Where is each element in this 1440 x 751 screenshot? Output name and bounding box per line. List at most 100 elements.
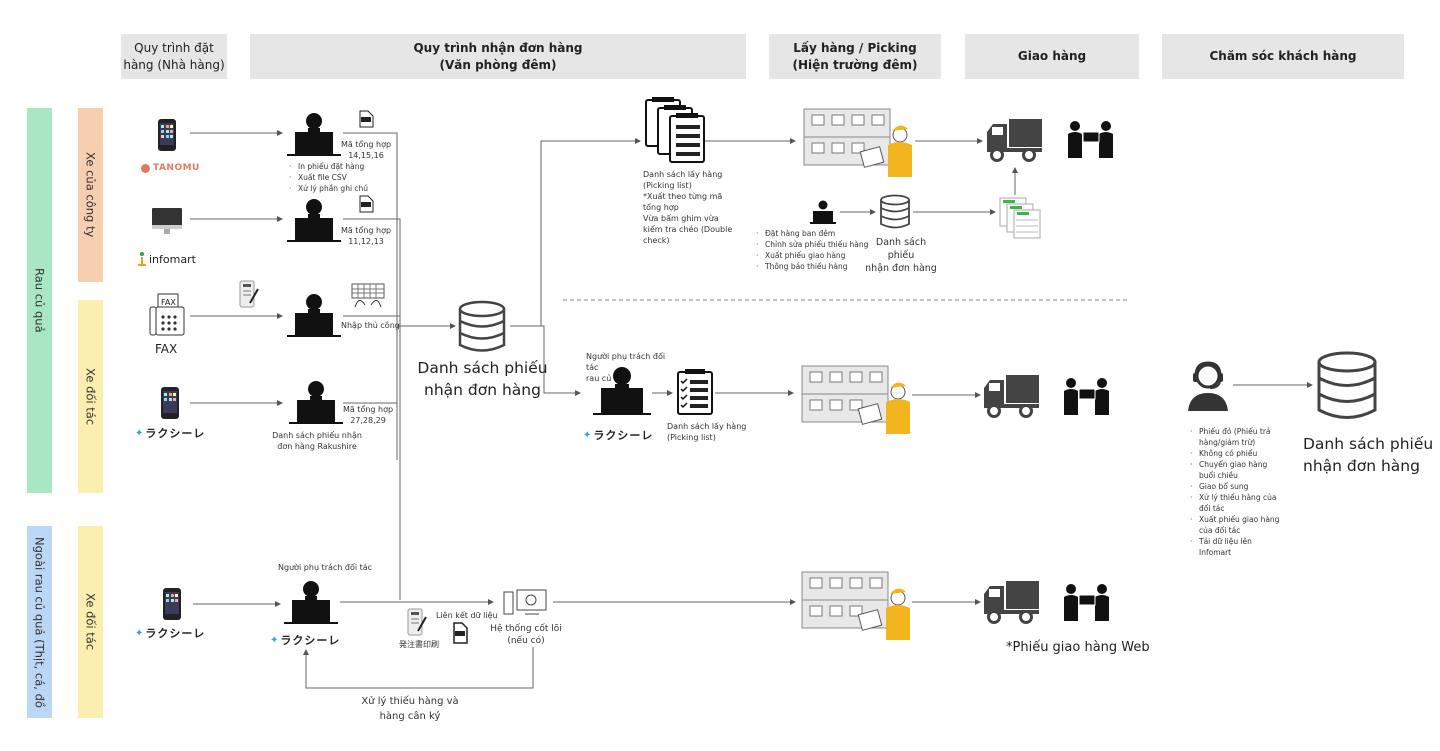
database-icon (458, 300, 506, 352)
keyboard-typing-icon (351, 283, 385, 308)
lane-vegetables: Rau củ quả (27, 108, 52, 493)
fax-label: FAX (155, 342, 178, 356)
office-worker-icon (287, 199, 341, 242)
delivery-truck-icon (984, 581, 1039, 624)
smartphone-icon (158, 119, 176, 151)
tanomu-label: TANOMU (153, 163, 200, 173)
lane-vegetables-label: Rau củ quả (32, 268, 47, 333)
code-label-1: Mã tổng hợp 14,15,16 (340, 140, 392, 160)
task-item: Chỉnh sửa phiếu thiếu hàng (756, 239, 868, 250)
middle-picking-list-label: Danh sách lấy hàng (Picking list) (667, 422, 747, 442)
csv-file-icon (453, 622, 468, 644)
central-db-label: Danh sách phiếu nhận đơn hàng (417, 359, 548, 399)
core-system-label: Hệ thống cốt lõi (nếu có) (490, 624, 562, 646)
task-item: Xuất phiếu giao hàng (756, 250, 868, 261)
warehouse-picker-icon (801, 365, 910, 434)
web-slip-label: *Phiếu giao hàng Web (1006, 640, 1150, 655)
office-worker-icon (593, 367, 651, 415)
task-item: Xử lý thiếu hàng của đối tác (1190, 492, 1285, 514)
header-customer-care: Chăm sóc khách hàng (1162, 34, 1404, 79)
infomart-icon (138, 252, 146, 266)
rakushire-icon: ✦ (270, 634, 279, 646)
delivery-truck-icon (984, 375, 1039, 418)
warehouse-picker-icon (803, 108, 912, 177)
header-order-process: Quy trình đặt hàng (Nhà hàng) (121, 34, 227, 79)
lane-company-truck: Xe của công ty (78, 108, 103, 282)
delivery-slip-stack-icon (999, 197, 1041, 239)
database-icon (880, 194, 910, 229)
feedback-label: Xử lý thiếu hàng và hàng cân ký (361, 696, 459, 722)
code-label-2: Mã tổng hợp 11,12,13 (340, 226, 392, 246)
task-item: Không có phiếu (1190, 448, 1285, 459)
rakushire-label: ラクシーレ (593, 429, 654, 442)
office-worker-icon (284, 581, 338, 624)
lane-non-vegetables: Ngoài rau củ quả (Thịt, cá, đồ (27, 526, 52, 718)
rakushire-icon: ✦ (583, 429, 592, 441)
rakushire-label: ラクシーレ (145, 627, 206, 640)
task-item: Phiếu đỏ (Phiếu trả hàng/giảm trừ) (1190, 426, 1285, 448)
rakushire-label: ラクシーレ (145, 427, 206, 440)
svg-text:FAX: FAX (161, 298, 176, 307)
header-receive-process: Quy trình nhận đơn hàng (Văn phòng đêm) (250, 34, 746, 79)
night-db-label: Danh sách phiếu nhận đơn hàng (865, 237, 937, 274)
office-worker-icon (289, 381, 343, 424)
smartphone-icon (161, 387, 179, 419)
lane-non-vegetables-label: Ngoài rau củ quả (Thịt, cá, đồ (32, 536, 47, 708)
print-order-label: 発注書印刷 (399, 640, 439, 649)
customer-care-db-label: Danh sách phiếu nhận đơn hàng (1303, 435, 1434, 475)
tanomu-icon (141, 163, 150, 173)
lane-partner-truck-1-label: Xe đối tác (83, 367, 98, 426)
tanomu-logo: TANOMU (141, 163, 200, 173)
office-worker-icon (287, 294, 341, 337)
task-item: Xuất file CSV (289, 172, 368, 183)
order-form-print-icon (239, 280, 259, 308)
header-picking: Lấy hàng / Picking (Hiện trường đêm) (769, 34, 941, 79)
order-form-print-icon (407, 608, 427, 636)
office-worker-icon (287, 113, 341, 156)
rakushire-logo: ✦ ラクシーレ (135, 625, 205, 641)
task-item: Xử lý phần ghi chú (289, 183, 368, 194)
package-handover-icon (1068, 121, 1113, 158)
lane-partner-truck-2-label: Xe đối tác (83, 593, 98, 651)
task-item: Giao bổ sung (1190, 481, 1285, 492)
lane-partner-truck-1: Xe đối tác (78, 300, 103, 493)
task-item: Đặt hàng ban đêm (756, 228, 868, 239)
code-label-3: Mã tổng hợp 27,28,29 (342, 405, 394, 425)
desktop-monitor-icon (152, 208, 182, 234)
csv-file-icon (359, 195, 374, 213)
picking-list-desc: Danh sách lấy hàng (Picking list) *Xuất … (643, 170, 733, 245)
rakushire-list-label: Danh sách phiếu nhận đơn hàng Rakushire (272, 431, 362, 451)
smartphone-icon (163, 588, 181, 620)
task-item: In phiếu đặt hàng (289, 161, 368, 172)
package-handover-icon (1064, 378, 1109, 415)
rakushire-logo: ✦ ラクシーレ (135, 425, 205, 441)
rakushire-logo: ✦ ラクシーレ (270, 632, 340, 648)
rakushire-icon: ✦ (135, 627, 144, 639)
infomart-logo: infomart (137, 252, 196, 266)
night-task-list: Đặt hàng ban đêm Chỉnh sửa phiếu thiếu h… (756, 228, 868, 272)
office-task-list: In phiếu đặt hàng Xuất file CSV Xử lý ph… (289, 161, 368, 194)
rakushire-icon: ✦ (135, 427, 144, 439)
task-item: Thông báo thiếu hàng (756, 261, 868, 272)
header-delivery: Giao hàng (965, 34, 1139, 79)
data-link-label: Liên kết dữ liệu (436, 611, 498, 620)
customer-care-task-list: Phiếu đỏ (Phiếu trả hàng/giảm trừ) Không… (1190, 426, 1285, 558)
manual-input-label: Nhập thủ công (341, 321, 400, 330)
night-office-worker-icon (810, 200, 836, 224)
lane-partner-truck-2: Xe đối tác (78, 526, 103, 718)
picking-list-stack-icon (645, 97, 705, 163)
fax-machine-icon: FAX (149, 293, 185, 336)
task-item: Xuất phiếu giao hàng của đối tác (1190, 514, 1285, 536)
task-item: Tải dữ liệu lên Infomart (1190, 536, 1285, 558)
csv-file-icon (359, 110, 374, 128)
lane-company-truck-label: Xe của công ty (83, 152, 98, 238)
rakushire-logo: ✦ ラクシーレ (583, 427, 653, 443)
picking-list-icon (677, 369, 713, 415)
call-center-agent-icon (1188, 361, 1228, 411)
partner-person-label: Người phụ trách đối tác (278, 563, 373, 572)
database-icon (1317, 351, 1377, 419)
rakushire-label: ラクシーレ (280, 634, 341, 647)
warehouse-picker-icon (801, 571, 910, 640)
package-handover-icon (1064, 584, 1109, 621)
